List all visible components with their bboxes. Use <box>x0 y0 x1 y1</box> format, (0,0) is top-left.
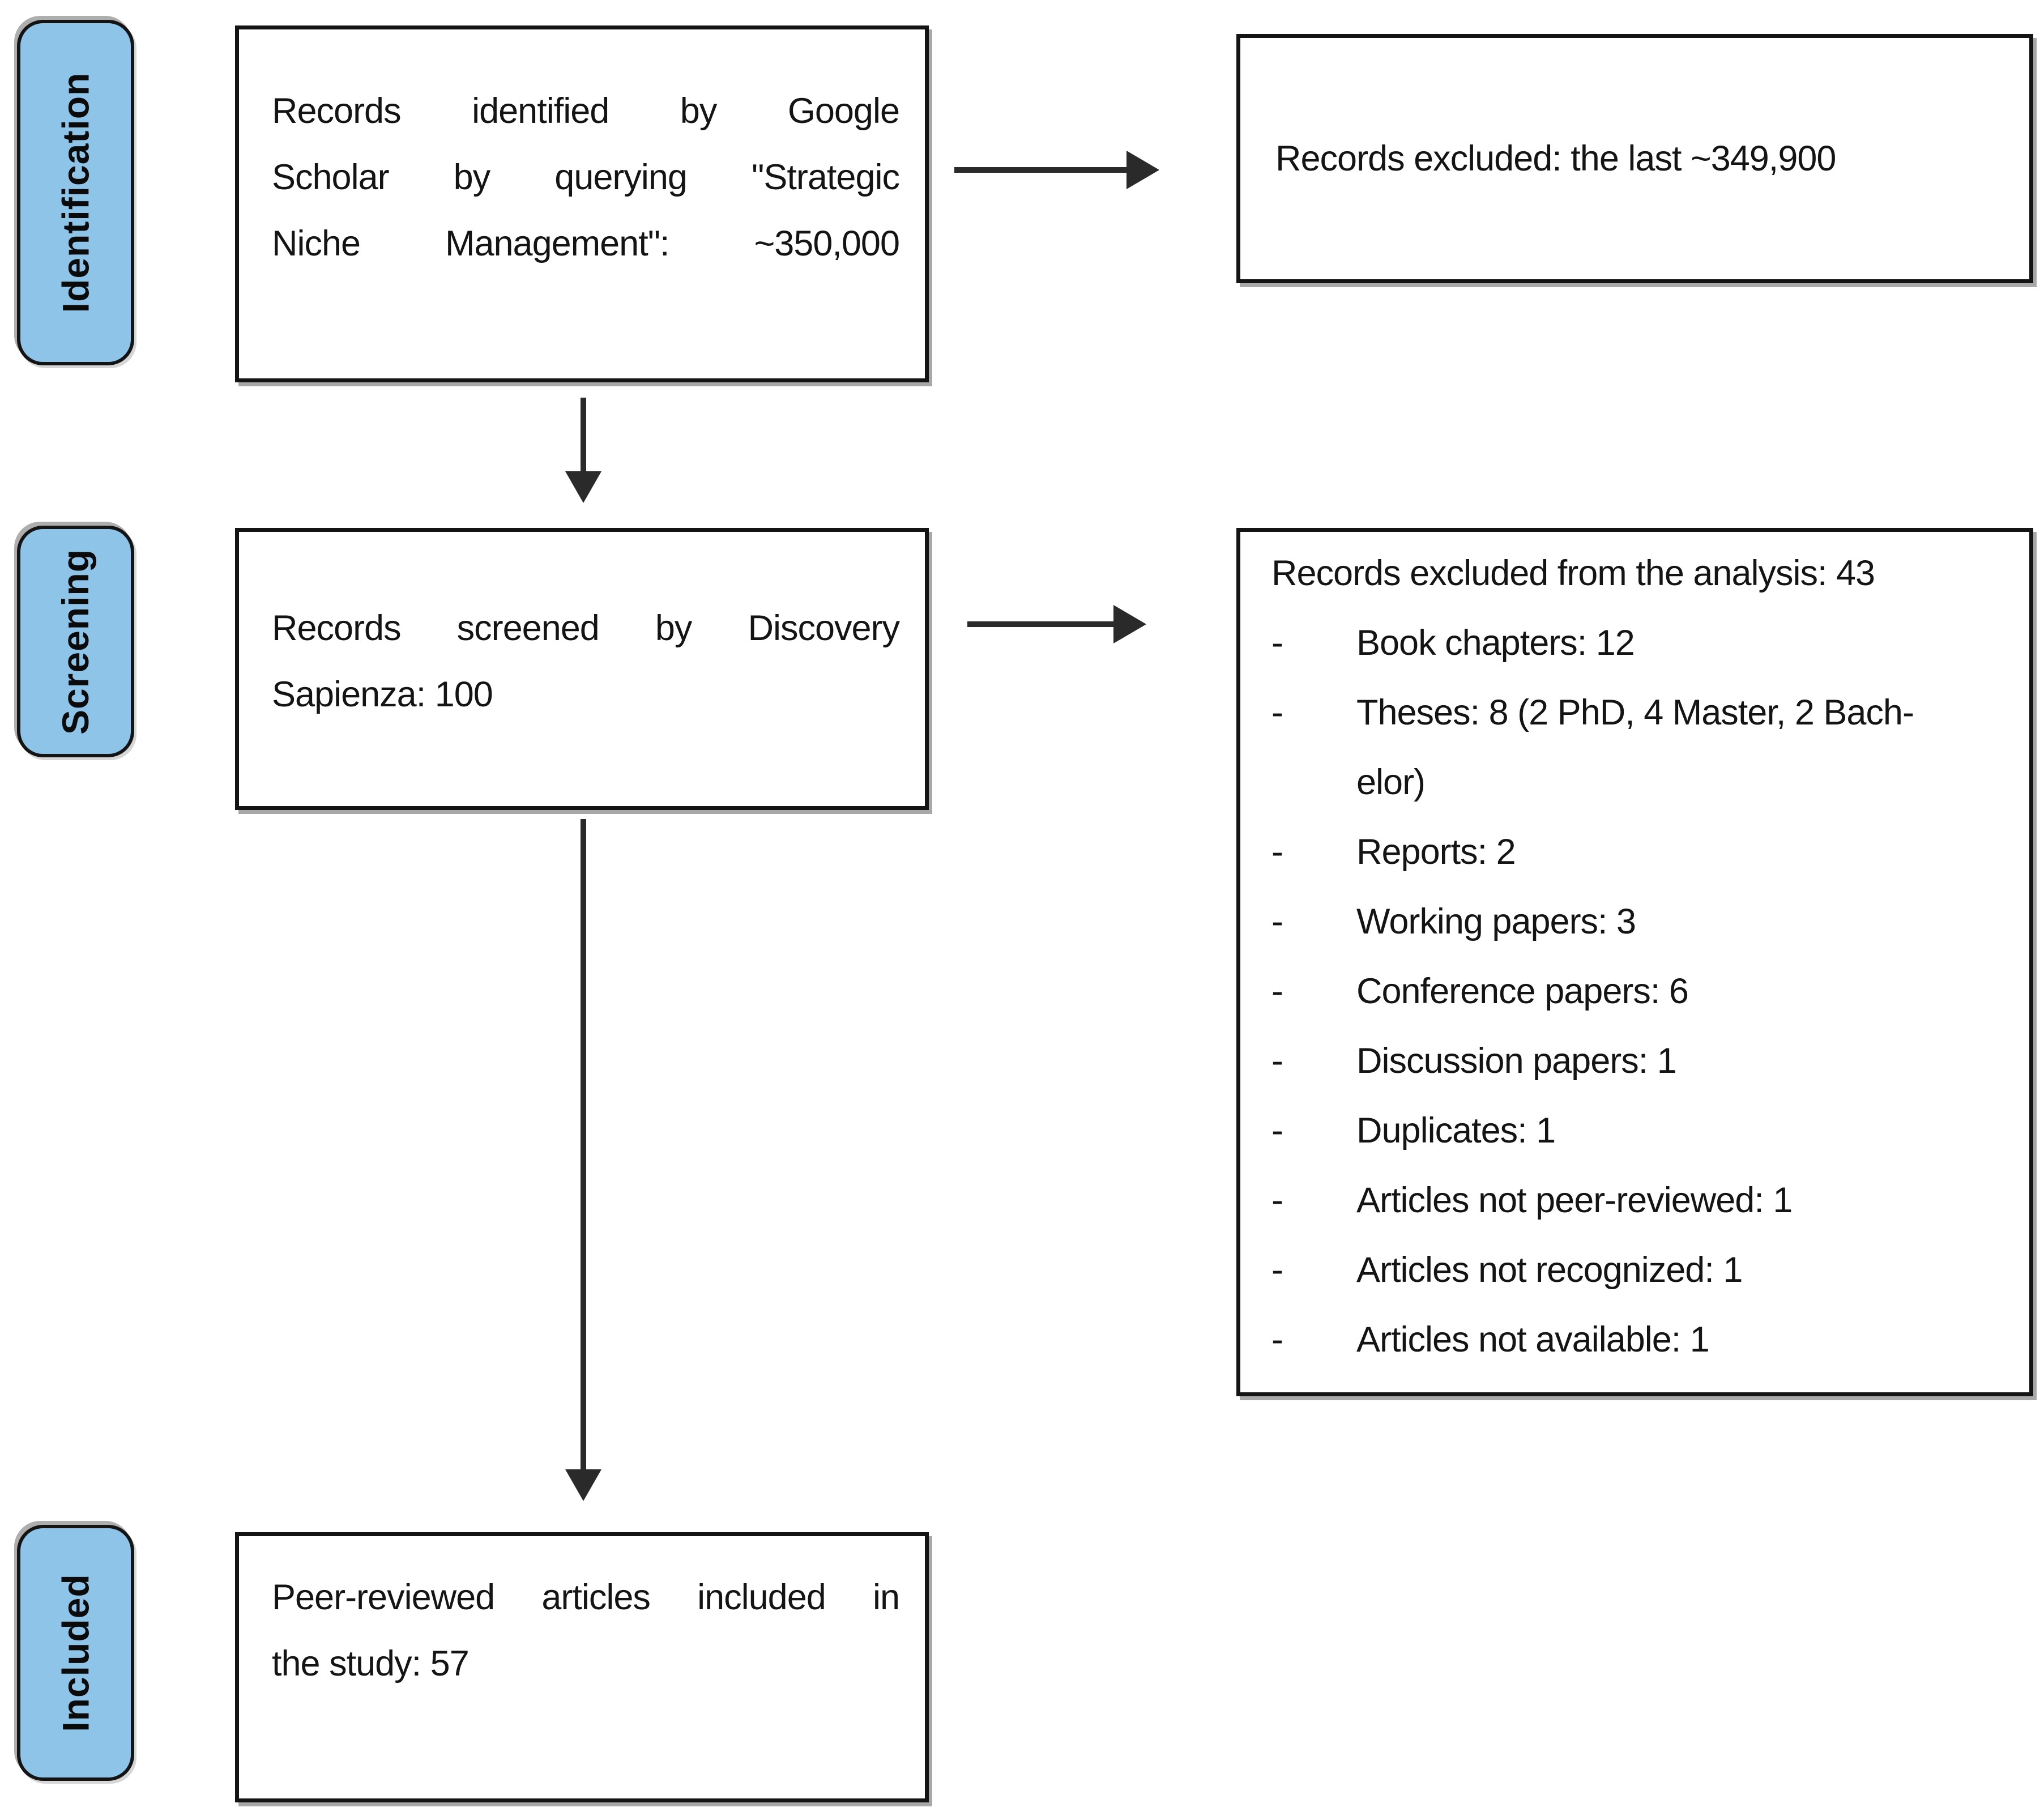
stage-label-identification-text: Identification <box>54 72 97 313</box>
text-line: Records screened by Discovery <box>272 608 900 648</box>
exclusion-item: - Theses: 8 (2 PhD, 4 Master, 2 Bach- elo… <box>1271 678 1990 817</box>
box-articles-included: Peer-reviewed articles included in the st… <box>235 1532 929 1802</box>
exclusion-item-text: Working papers: 3 <box>1356 902 1636 941</box>
box-records-excluded: Records excluded: the last ~349,900 <box>1236 34 2033 283</box>
stage-label-screening: Screening <box>17 526 134 757</box>
exclusion-item-text: Duplicates: 1 <box>1356 1111 1556 1150</box>
text-line: Niche Management": ~350,000 <box>272 224 900 263</box>
dash-bullet: - <box>1271 1041 1283 1081</box>
stage-label-included-text: Included <box>54 1574 97 1732</box>
exclusion-item-text: Reports: 2 <box>1356 832 1516 872</box>
exclusion-item-text: Theses: 8 (2 PhD, 4 Master, 2 Bach- elor… <box>1356 693 1914 802</box>
dash-bullet: - <box>1271 1250 1283 1290</box>
dash-bullet: - <box>1271 902 1283 941</box>
exclusion-list: - Book chapters: 12 - Theses: 8 (2 PhD, 4 M… <box>1271 608 1990 1375</box>
box-records-excluded-text: Records excluded: the last ~349,900 <box>1275 138 1836 178</box>
exclusion-item: - Reports: 2 <box>1271 817 1990 887</box>
dash-bullet: - <box>1271 1111 1283 1150</box>
dash-bullet: - <box>1271 832 1283 872</box>
exclusion-item: - Duplicates: 1 <box>1271 1096 1990 1166</box>
exclusion-item-text: Book chapters: 12 <box>1356 623 1635 663</box>
exclusion-item: - Working papers: 3 <box>1271 887 1990 957</box>
exclusion-item-text: Articles not recognized: 1 <box>1356 1250 1743 1290</box>
arrow-shaft <box>581 398 586 472</box>
stage-label-included: Included <box>17 1525 134 1781</box>
text-line: Scholar by querying "Strategic <box>272 157 900 197</box>
stage-label-screening-text: Screening <box>54 548 97 735</box>
text-line: the study: 57 <box>272 1644 470 1683</box>
arrow-head-right-icon <box>1126 151 1159 189</box>
arrow-shaft <box>954 167 1127 173</box>
dash-bullet: - <box>1271 1180 1283 1220</box>
arrow-head-down-icon <box>565 471 601 503</box>
box-records-excluded-analysis: Records excluded from the analysis: 43 -… <box>1236 528 2033 1396</box>
arrow-shaft <box>967 621 1115 627</box>
exclusion-item: - Discussion papers: 1 <box>1271 1026 1990 1096</box>
text-line: Records identified by Google <box>272 91 900 131</box>
text-line: Peer-reviewed articles included in <box>272 1578 900 1617</box>
exclusion-item-text: Conference papers: 6 <box>1356 971 1689 1011</box>
text-line: Sapienza: 100 <box>272 675 493 714</box>
exclusion-item: - Articles not peer-reviewed: 1 <box>1271 1166 1990 1235</box>
arrow-shaft <box>581 819 586 1470</box>
exclusion-item-text: Articles not peer-reviewed: 1 <box>1356 1180 1793 1220</box>
exclusion-item: - Articles not recognized: 1 <box>1271 1235 1990 1305</box>
exclusion-item: - Conference papers: 6 <box>1271 957 1990 1026</box>
dash-bullet: - <box>1271 1320 1283 1359</box>
exclusion-item-text: Articles not available: 1 <box>1356 1320 1710 1359</box>
exclusion-item: - Articles not available: 1 <box>1271 1305 1990 1375</box>
exclusion-list-title: Records excluded from the analysis: 43 <box>1271 553 1875 593</box>
dash-bullet: - <box>1271 623 1283 663</box>
stage-label-identification: Identification <box>17 20 134 365</box>
arrow-head-right-icon <box>1113 605 1146 643</box>
dash-bullet: - <box>1271 693 1283 732</box>
arrow-head-down-icon <box>565 1469 601 1501</box>
exclusion-item: - Book chapters: 12 <box>1271 608 1990 678</box>
exclusion-item-text: Discussion papers: 1 <box>1356 1041 1677 1081</box>
dash-bullet: - <box>1271 971 1283 1011</box>
